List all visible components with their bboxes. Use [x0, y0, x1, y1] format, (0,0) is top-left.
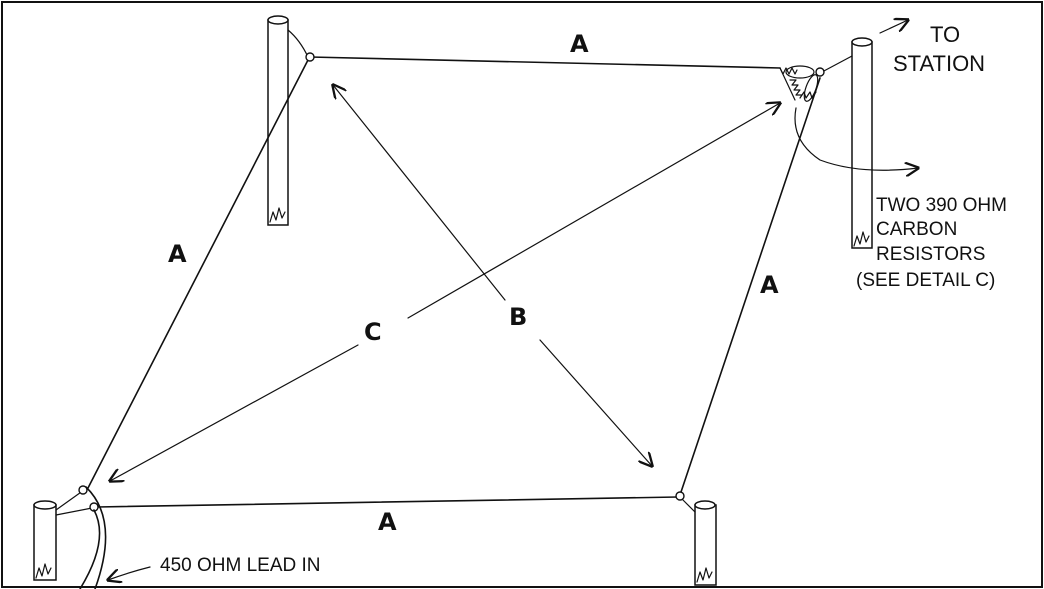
wire-left — [87, 59, 309, 489]
termination-resistors — [779, 65, 819, 102]
label-side-right: A — [760, 271, 779, 299]
insulator-top-right — [815, 67, 825, 77]
label-side-left: A — [168, 240, 187, 268]
dimension-c-upper — [407, 103, 780, 319]
insulator-bottom-left-a — [78, 485, 88, 495]
note-to-station-1: TO — [930, 22, 960, 47]
pole-bottom-right — [694, 500, 717, 586]
note-to-station-2: STATION — [893, 51, 985, 76]
note-resistors-3: RESISTORS — [876, 244, 985, 265]
wire-right — [679, 77, 821, 496]
dimension-c-lower — [110, 344, 359, 481]
note-resistors-2: CARBON — [876, 219, 957, 240]
label-diag-c: C — [364, 318, 382, 346]
pole-bottom-left — [33, 500, 57, 581]
wire-bottom — [96, 496, 679, 508]
note-resistors-4: (SEE DETAIL C) — [856, 270, 995, 291]
resistor-note-leader — [794, 107, 918, 170]
pole-top-left — [267, 15, 289, 226]
lead-in-wires — [79, 486, 107, 589]
lead-in-leader — [108, 566, 151, 580]
note-lead-in: 450 OHM LEAD IN — [160, 555, 321, 576]
to-station-arrow — [879, 20, 908, 34]
label-side-top: A — [570, 30, 589, 58]
wire-top — [309, 56, 781, 69]
note-resistors-1: TWO 390 OHM — [876, 195, 1007, 216]
dimension-b-lower — [539, 339, 652, 466]
insulator-bottom-right — [675, 491, 685, 501]
dimension-b-upper — [333, 85, 506, 301]
label-diag-b: B — [509, 303, 527, 331]
pole-top-right — [851, 37, 873, 249]
insulator-top-left — [305, 52, 315, 62]
label-side-bottom: A — [378, 508, 397, 536]
